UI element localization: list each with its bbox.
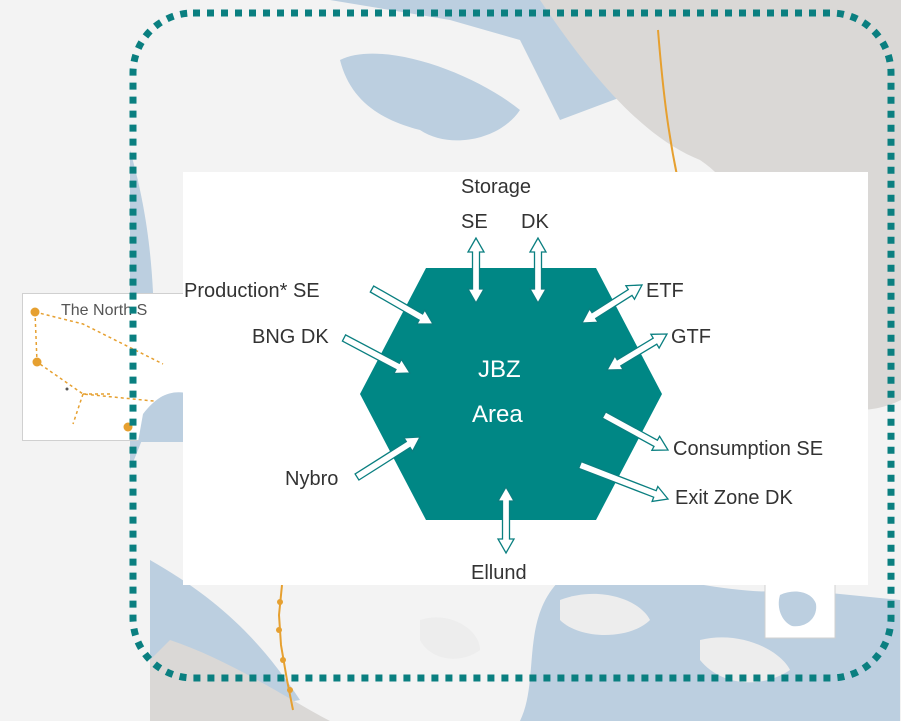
ellund-label: Ellund <box>471 562 527 584</box>
storage-se-label: SE <box>461 211 488 233</box>
nybro-label: Nybro <box>285 468 339 490</box>
platform-marker <box>30 307 40 317</box>
inset-title: The North S <box>61 302 148 319</box>
storage-title: Storage <box>461 176 532 198</box>
platform-marker <box>65 387 69 391</box>
gtf-label: GTF <box>671 326 711 348</box>
bng-dk-label: BNG DK <box>252 326 329 348</box>
etf-label: ETF <box>646 280 684 302</box>
production-se-label: Production* SE <box>184 280 320 302</box>
hub-label-line1: JBZ <box>478 356 521 383</box>
exit-zone-dk-label: Exit Zone DK <box>675 487 793 509</box>
storage-dk-label: DK <box>521 211 549 233</box>
consumption-se-label: Consumption SE <box>673 438 824 460</box>
hub-label-line2: Area <box>472 401 523 428</box>
platform-marker <box>32 357 42 367</box>
